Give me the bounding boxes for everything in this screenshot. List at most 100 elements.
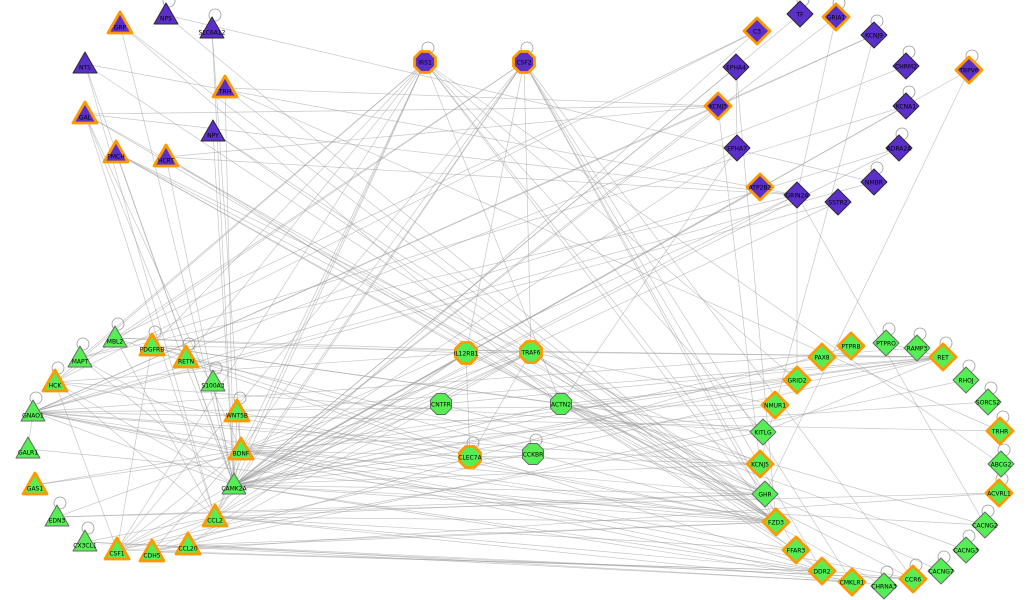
node-trh[interactable]: TRH — [211, 74, 239, 99]
node-ret[interactable]: RET — [928, 342, 958, 372]
node-trpv6[interactable]: TRPV6 — [954, 55, 984, 85]
edge-irs1-pdgfrb — [151, 61, 426, 347]
diamond-shape — [985, 416, 1015, 446]
node-sorcs2[interactable]: SORCS2 — [974, 388, 1002, 416]
node-nmbr[interactable]: NMBR — [860, 168, 888, 196]
node-csf2[interactable]: CSF2 — [512, 50, 536, 74]
edge-kcnj9-kcnj3 — [717, 34, 875, 107]
node-sstr2[interactable]: SSTR2 — [824, 188, 852, 216]
edge-gal-grin2a — [84, 113, 798, 196]
node-pmch[interactable]: PMCH — [102, 139, 130, 164]
edge-cx3cl1-cmklr1 — [84, 541, 853, 583]
node-kcna1[interactable]: KCNA1 — [892, 92, 920, 120]
node-edn3[interactable]: EDN3 — [44, 504, 70, 527]
self-loop-cx3cl1 — [81, 521, 95, 535]
node-cckbr[interactable]: CCKBR — [522, 443, 544, 465]
edge-nps-fzd3 — [165, 14, 777, 523]
node-rhoj[interactable]: RHOJ — [952, 366, 980, 394]
edge-trh-trhr — [224, 87, 1001, 432]
node-slc6a12[interactable]: SLC6A12 — [199, 16, 226, 39]
node-nps[interactable]: NPS — [153, 2, 179, 25]
edge-csf2-mbl2 — [114, 61, 525, 339]
node-adra2a[interactable]: ADRA2A — [885, 134, 913, 162]
node-ccl2[interactable]: CCL2 — [201, 503, 229, 528]
node-trhr[interactable]: TRHR — [985, 416, 1015, 446]
edge-il12rb1-clec7a — [465, 352, 471, 458]
edge-gnao1-kcnj9 — [32, 34, 875, 413]
self-loop-mapt — [76, 337, 90, 351]
edge-gnao1-ramp3 — [32, 347, 918, 413]
octagon-shape — [454, 341, 478, 365]
node-mapt[interactable]: MAPT — [67, 345, 93, 368]
edge-camk2a-s100a3 — [212, 381, 235, 486]
node-kitlg[interactable]: KITLG — [749, 418, 777, 446]
edge-traf6-camk2a — [233, 351, 532, 486]
node-nmur1[interactable]: NMUR1 — [760, 390, 790, 420]
diamond-shape — [860, 168, 888, 196]
node-hcrt[interactable]: HCRT — [152, 143, 180, 168]
node-npy[interactable]: NPY — [200, 119, 226, 142]
node-mbl2[interactable]: MBL2 — [102, 325, 128, 348]
edge-irs1-bdnf — [240, 61, 426, 451]
node-ptprb[interactable]: PTPRB — [836, 331, 866, 361]
triangle-shape — [41, 368, 69, 393]
triangle-shape — [72, 529, 98, 552]
node-ccr6[interactable]: CCR6 — [898, 564, 928, 594]
node-irs1[interactable]: IRS1 — [413, 50, 437, 74]
node-ptpro[interactable]: PTPRO — [872, 329, 900, 357]
node-cacng3[interactable]: CACNG3 — [952, 536, 980, 564]
node-kcnj3[interactable]: KCNJ3 — [703, 91, 733, 121]
diamond-shape — [870, 572, 898, 600]
node-abcg2[interactable]: ABCG2 — [987, 450, 1015, 478]
edge-gal-ccl2 — [84, 113, 216, 518]
edge-ccl2-ccr6 — [214, 516, 914, 580]
node-kcnj9[interactable]: KCNJ9 — [860, 21, 888, 49]
node-ccl20[interactable]: CCL20 — [174, 531, 202, 556]
node-kcnj5[interactable]: KCNJ5 — [745, 449, 775, 479]
edge-il12rb1-ccr6 — [465, 352, 914, 580]
diamond-shape — [974, 388, 1002, 416]
node-s100a3[interactable]: S100A3 — [200, 369, 226, 392]
node-epha7[interactable]: EPHA7 — [723, 134, 751, 162]
node-bdnf[interactable]: BDNF — [227, 436, 255, 461]
diamond-shape — [984, 478, 1014, 508]
diamond-shape — [742, 16, 772, 46]
edge-cdh5-ptprb — [151, 345, 852, 553]
node-galr1[interactable]: GALR1 — [15, 436, 41, 459]
node-grp[interactable]: GRP — [106, 10, 134, 35]
node-gnao1[interactable]: GNAO1 — [20, 399, 46, 422]
diamond-shape — [954, 55, 984, 85]
node-nts[interactable]: NTS — [72, 51, 98, 74]
node-cacng2[interactable]: CACNG2 — [971, 511, 999, 539]
diamond-shape — [703, 91, 733, 121]
node-actn2[interactable]: ACTN2 — [550, 393, 572, 415]
node-clec7a[interactable]: CLEC7A — [458, 445, 483, 469]
node-atp2b2[interactable]: ATP2B2 — [745, 172, 775, 202]
node-gria1[interactable]: GRIA1 — [821, 2, 851, 32]
edge-camk2a-cacng2 — [233, 484, 986, 526]
self-loop-nps — [162, 0, 176, 8]
diamond-shape — [760, 390, 790, 420]
edge-camk2a-nmur1 — [233, 404, 776, 486]
diamond-shape — [749, 418, 777, 446]
node-cntfr[interactable]: CNTFR — [430, 393, 452, 415]
edge-csf2-cmklr1 — [523, 61, 853, 583]
node-hck[interactable]: HCK — [41, 368, 69, 393]
node-gal[interactable]: GAL — [71, 100, 99, 125]
triangle-shape — [227, 436, 255, 461]
node-cacng7[interactable]: CACNG7 — [927, 557, 955, 585]
diamond-shape — [987, 450, 1015, 478]
edge-actn2-cacng7 — [560, 403, 942, 572]
node-c3[interactable]: C3 — [742, 16, 772, 46]
node-traf6[interactable]: TRAF6 — [519, 340, 543, 364]
node-il12rb1[interactable]: IL12RB1 — [454, 341, 479, 365]
edge-actn2-kcnj5 — [560, 403, 761, 465]
node-acvrl1[interactable]: ACVRL1 — [984, 478, 1014, 508]
edge-camk2a-ghr — [233, 484, 766, 495]
node-chrm2[interactable]: CHRM2 — [892, 52, 920, 80]
self-loop-mbl2 — [111, 317, 125, 331]
edge-bdnf-edn3 — [56, 449, 242, 518]
node-tf[interactable]: TF — [786, 0, 814, 28]
